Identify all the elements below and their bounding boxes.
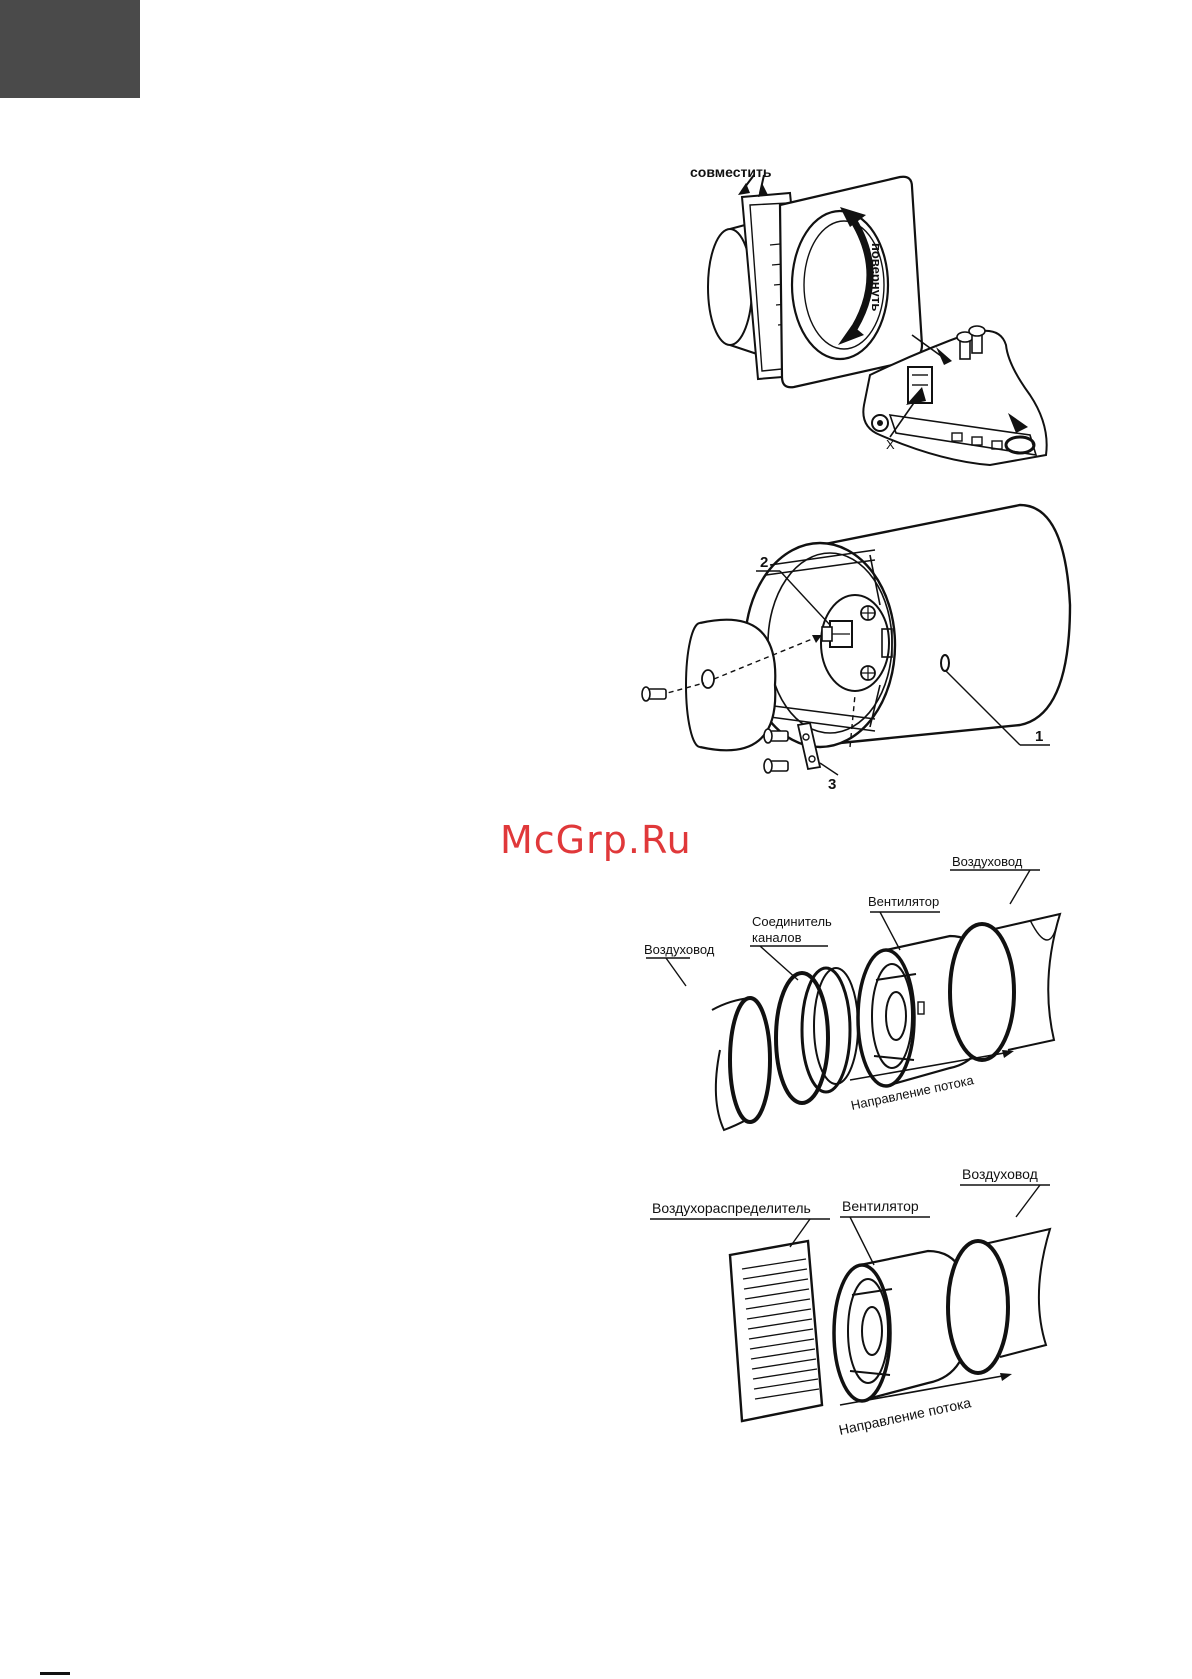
- callout-1: 1: [1035, 728, 1043, 745]
- rotate-label: повернуть: [869, 243, 884, 311]
- fan-grille-assembly-icon: совместить повернуть: [690, 165, 1150, 495]
- figure-fan-exploded: 1 2 3: [670, 505, 1120, 815]
- page-footer-mark: [40, 1672, 70, 1675]
- callout-3: 3: [828, 776, 836, 793]
- duct-installation-icon: Воздуховод Соединитель каналов Вентилято…: [690, 910, 1130, 1160]
- duct-label: Воздуховод: [962, 1166, 1038, 1182]
- figure-diffuser-installation: Воздухораспределитель Вентилятор Воздухо…: [690, 1225, 1130, 1455]
- duct-right-label: Воздуховод: [952, 854, 1023, 869]
- diffuser-installation-icon: Воздухораспределитель Вентилятор Воздухо…: [690, 1225, 1130, 1455]
- callout-2: 2: [760, 554, 768, 571]
- connector-label-line2: каналов: [752, 930, 802, 945]
- fan-label: Вентилятор: [868, 894, 939, 909]
- duct-left-label: Воздуховод: [644, 942, 715, 957]
- connector-label-line1: Соединитель: [752, 914, 832, 929]
- page-tab-block: [0, 0, 140, 98]
- x-label: X: [886, 437, 895, 452]
- figure-duct-installation: Воздуховод Соединитель каналов Вентилято…: [690, 910, 1130, 1160]
- fan-label: Вентилятор: [842, 1198, 919, 1214]
- figure-grille-rotation: совместить повернуть: [690, 165, 1150, 495]
- diffuser-label: Воздухораспределитель: [652, 1200, 811, 1216]
- align-label: совместить: [690, 164, 772, 180]
- watermark: McGrp.Ru: [500, 818, 692, 862]
- fan-exploded-view-icon: 1 2 3: [670, 505, 1120, 815]
